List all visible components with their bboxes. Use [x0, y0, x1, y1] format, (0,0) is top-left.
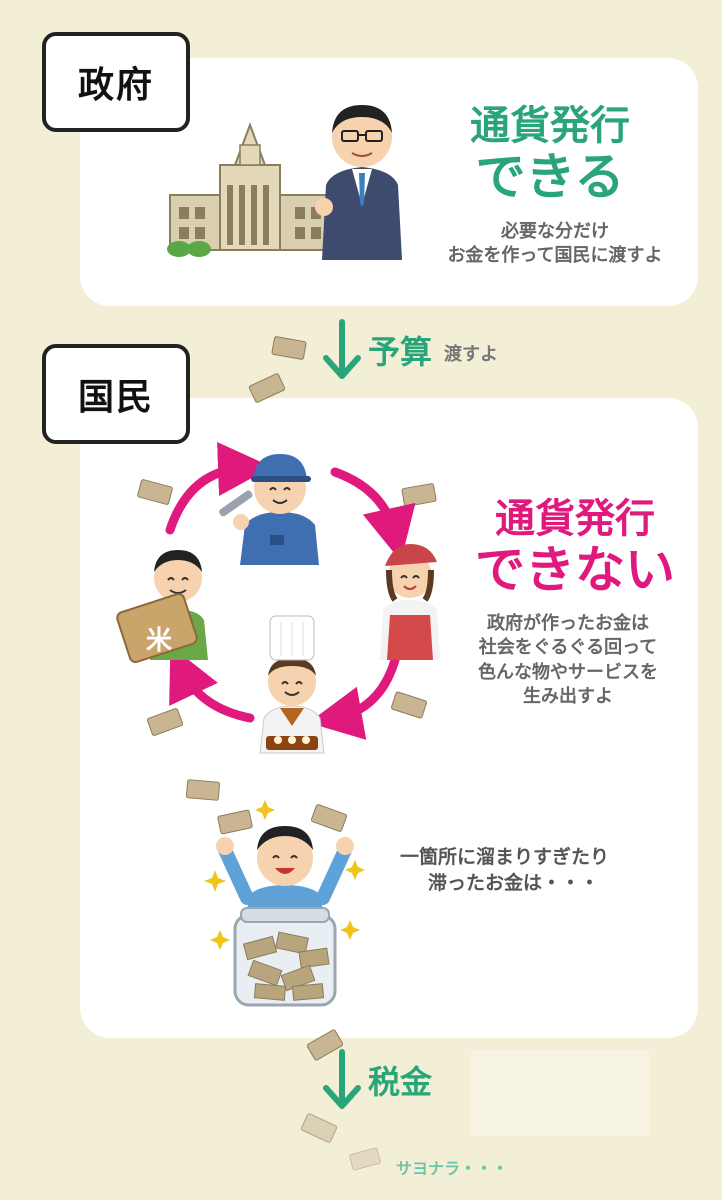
shop-clerk-illustration [380, 544, 440, 660]
banknote-icon [349, 1147, 381, 1171]
hoarding-person-illustration [204, 800, 365, 1007]
banknote-icon [248, 373, 286, 403]
people-headline: 通貨発行 できない [455, 498, 695, 597]
sayonara-note: サヨナラ・・・ [396, 1159, 509, 1178]
people-description-line2: 社会をぐるぐる回って [478, 637, 658, 659]
government-label: 政府 [42, 32, 190, 132]
blurred-region [470, 1050, 650, 1136]
tax-label: 税金 [368, 1063, 433, 1101]
banknote-icon [310, 804, 348, 832]
rice-bag-mark: 米 [146, 626, 173, 656]
tax-flow: 税金 [320, 1048, 432, 1112]
hoarding-description-line1: 一箇所に溜まりすぎたり [400, 846, 610, 868]
factory-worker-illustration [219, 454, 319, 565]
people-label: 国民 [42, 344, 190, 444]
curved-arrow-icon [169, 645, 255, 723]
government-description-line2: お金を作って国民に渡すよ [447, 245, 663, 267]
banknote-icon [137, 479, 173, 505]
banknote-icon [271, 336, 307, 360]
banknote-icon [185, 779, 221, 801]
banknote-icon [217, 809, 253, 835]
banknote-icon [300, 1113, 338, 1143]
curved-arrow-icon [165, 442, 272, 535]
people-description-line1: 政府が作ったお金は [487, 613, 649, 634]
government-description: 必要な分だけ お金を作って国民に渡すよ [420, 220, 690, 269]
banknote-icon [146, 708, 184, 736]
people-description: 政府が作ったお金は 社会をぐるぐる回って 色んな物やサービスを 生み出すよ [448, 612, 688, 709]
government-headline: 通貨発行 できる [440, 105, 660, 204]
budget-note: 渡すよ [444, 344, 499, 365]
people-headline-line2: できない [475, 541, 675, 599]
budget-label: 予算 [368, 333, 433, 371]
banknote-icon [306, 1029, 344, 1061]
parliament-building-illustration [167, 122, 331, 257]
banknote-icon [391, 691, 427, 719]
people-headline-line1: 通貨発行 [495, 496, 655, 542]
hoarding-description-line2: 滞ったお金は・・・ [428, 871, 600, 894]
money-cycle-arrows [165, 442, 416, 740]
curved-arrow-icon [308, 655, 400, 740]
politician-illustration [315, 105, 402, 260]
down-arrow-icon [323, 319, 361, 379]
people-description-line4: 生み出すよ [523, 685, 613, 707]
hoarding-description: 一箇所に溜まりすぎたり 滞ったお金は・・・ [400, 845, 670, 896]
government-description-line1: 必要な分だけ [501, 221, 609, 242]
chef-illustration [259, 615, 325, 754]
banknote-icon [401, 483, 437, 507]
curved-arrow-icon [330, 467, 416, 562]
down-arrow-icon [323, 1049, 361, 1109]
farmer-illustration [116, 550, 208, 663]
people-description-line3: 色んな物やサービスを [478, 661, 658, 683]
sparkle-icon [204, 800, 365, 950]
government-headline-line1: 通貨発行 [470, 103, 630, 149]
government-headline-line2: できる [475, 148, 625, 206]
budget-flow: 予算 渡すよ [320, 318, 498, 382]
